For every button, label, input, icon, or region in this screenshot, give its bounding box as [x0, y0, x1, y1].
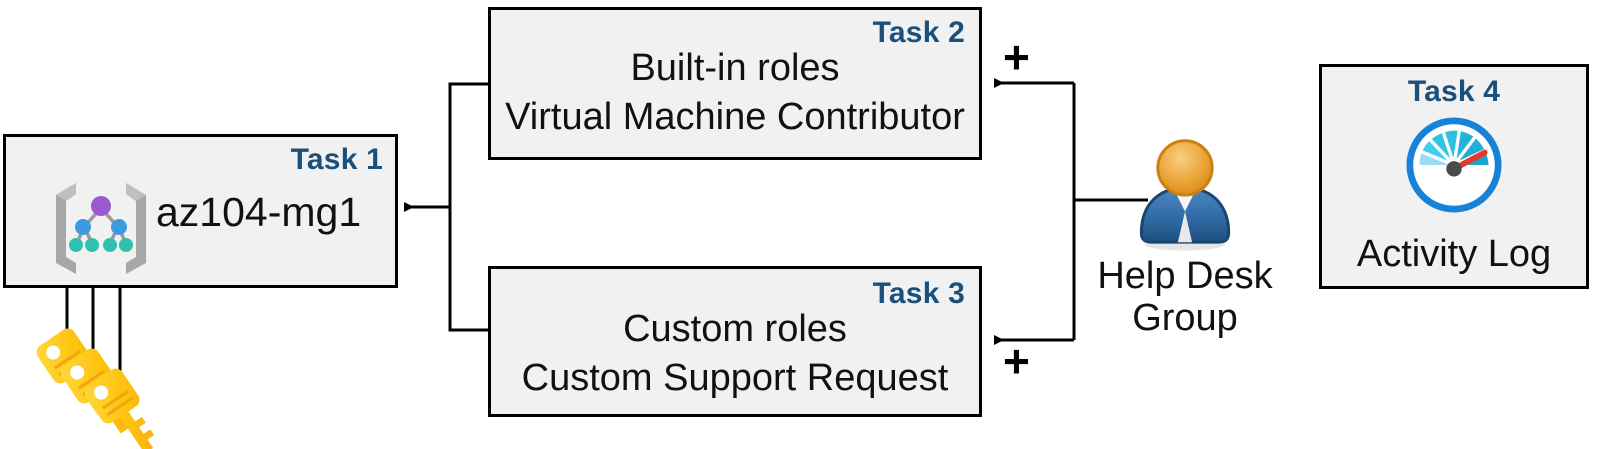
help-desk-group-label: Help Desk Group [1097, 255, 1273, 339]
task-3-tag: Task 3 [872, 277, 965, 310]
task-4-tag: Task 4 [1407, 75, 1501, 108]
plus-icon-bottom: + [1003, 335, 1030, 387]
task-2-tag: Task 2 [872, 16, 965, 49]
help-desk-group[interactable]: Help Desk Group [1085, 136, 1285, 340]
task-1-title: az104-mg1 [156, 189, 362, 235]
connector-left-bus [404, 82, 488, 332]
task-4-box[interactable]: Task 4 Activity Log [1319, 64, 1589, 289]
user-group-icon [1139, 139, 1231, 251]
task-2-box[interactable]: Task 2 Built-in roles Virtual Machine Co… [488, 7, 982, 160]
keys-icon [36, 328, 155, 449]
task-4-caption: Activity Log [1356, 233, 1552, 275]
task-1-box[interactable]: Task 1 [3, 134, 398, 288]
task-1-tag: Task 1 [290, 143, 383, 176]
gauge-icon [1406, 117, 1502, 213]
task-2-text: Built-in roles Virtual Machine Contribut… [491, 44, 979, 141]
task-3-line-1: Custom roles [623, 308, 847, 350]
task-3-line-2: Custom Support Request [521, 356, 949, 399]
plus-icon-top: + [1003, 31, 1030, 83]
task-2-line-2: Virtual Machine Contributor [505, 95, 965, 138]
management-group-icon [56, 183, 146, 274]
task-3-box[interactable]: Task 3 Custom roles Custom Support Reque… [488, 266, 982, 417]
key-3 [84, 368, 155, 449]
task-2-line-1: Built-in roles [630, 47, 840, 89]
task-3-text: Custom roles Custom Support Request [491, 305, 979, 402]
